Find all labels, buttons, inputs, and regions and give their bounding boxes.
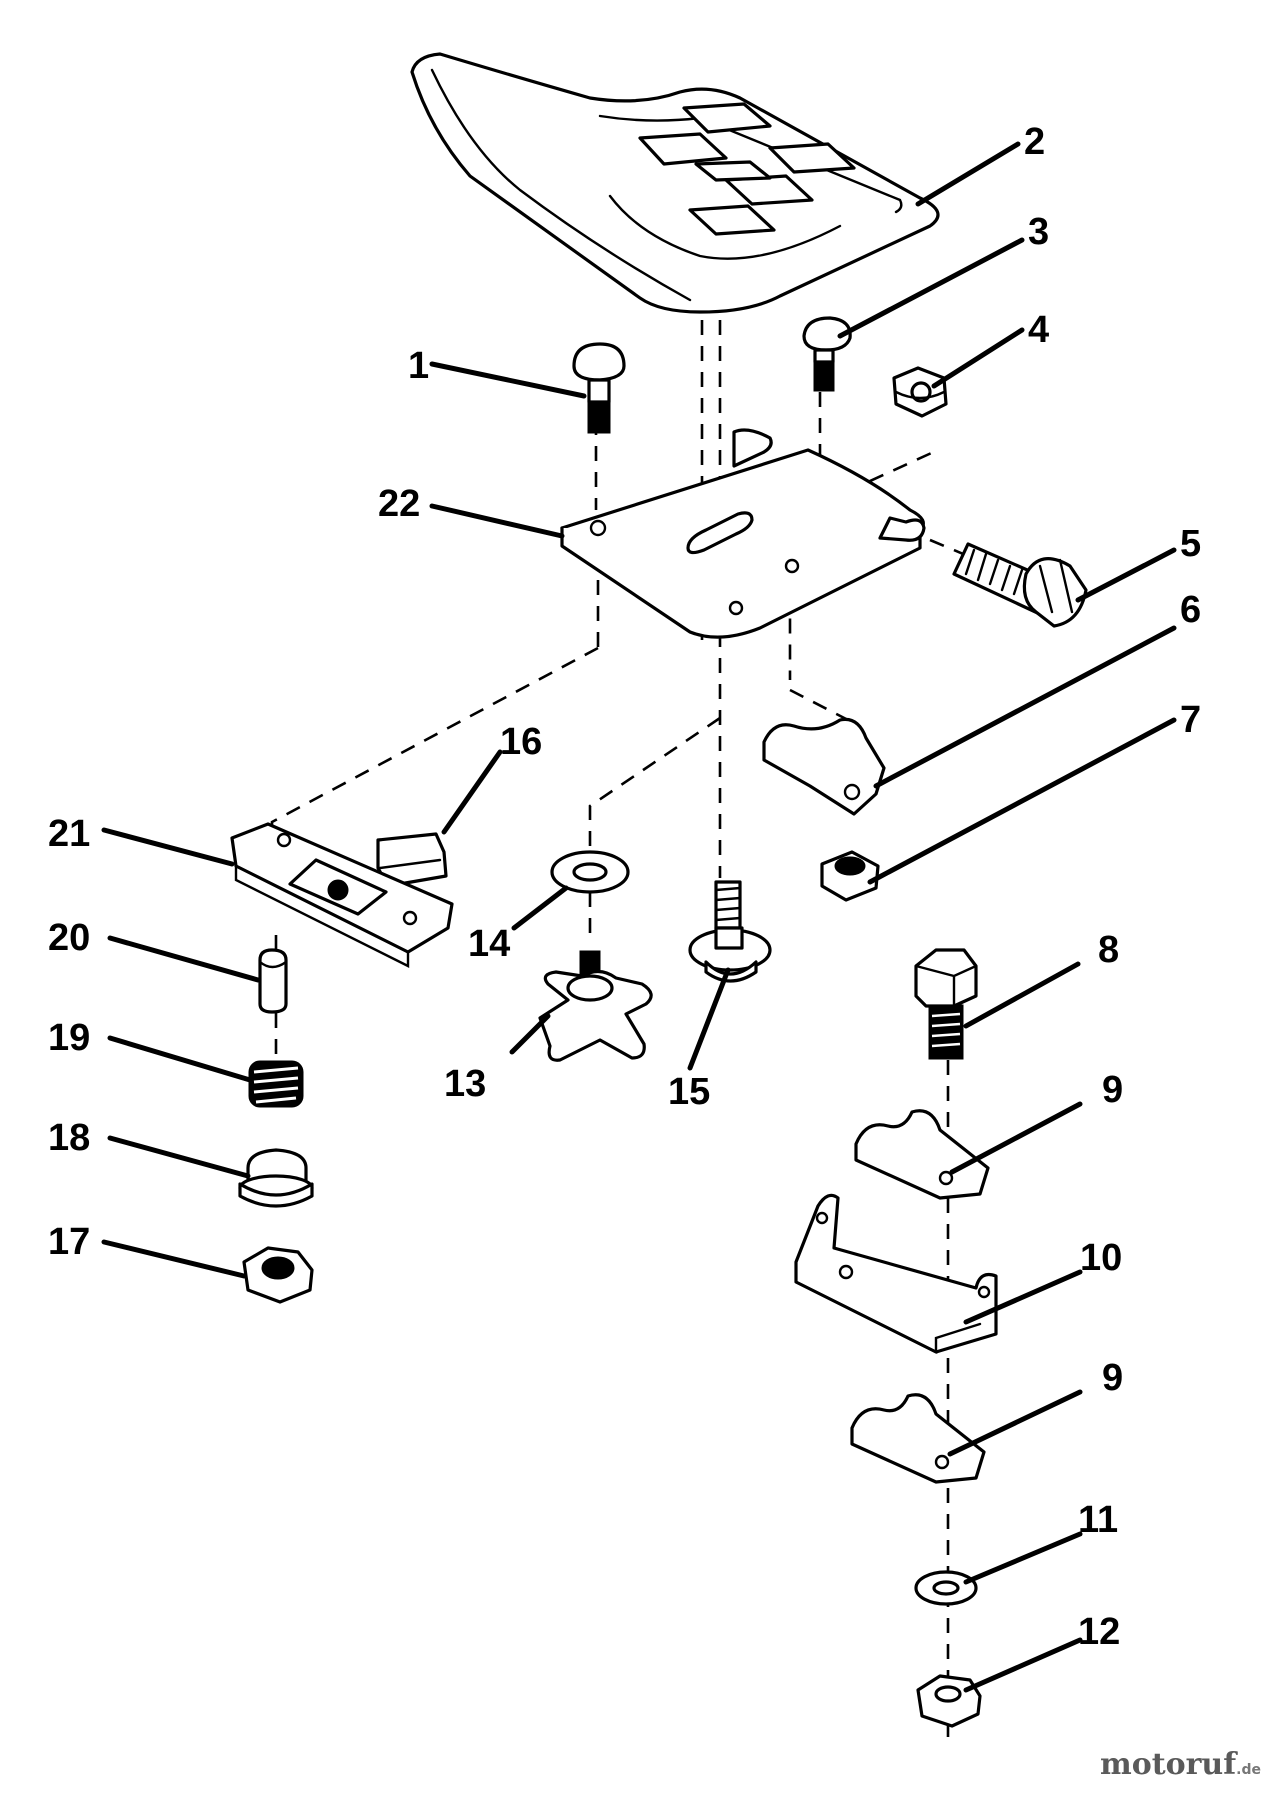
clamp-bracket-icon (850, 1393, 986, 1484)
slide-plate-icon (230, 822, 454, 968)
callout-7: 7 (1180, 699, 1201, 741)
callout-22: 22 (378, 483, 420, 525)
washer-icon (914, 1570, 978, 1606)
callout-labels: 1 2 3 4 22 5 6 7 16 21 14 20 13 15 19 18… (48, 121, 1201, 1653)
nut-icon (892, 366, 948, 418)
callout-1: 1 (408, 345, 429, 387)
watermark-logo: motoruf.de (1100, 1747, 1261, 1782)
callout-6: 6 (1180, 589, 1201, 631)
callout-17: 17 (48, 1221, 90, 1263)
callout-16: 16 (500, 721, 542, 763)
callout-13: 13 (444, 1063, 486, 1105)
callout-8: 8 (1098, 929, 1119, 971)
callout-9-lower: 9 (1102, 1357, 1123, 1399)
callout-15: 15 (668, 1071, 710, 1113)
callout-3: 3 (1028, 211, 1049, 253)
bolt-washer-icon (688, 880, 772, 983)
pivot-bracket-icon (794, 1193, 998, 1354)
callout-2: 2 (1024, 121, 1045, 163)
seat-icon (410, 52, 940, 314)
hex-bolt-icon (952, 542, 1088, 628)
callout-9-upper: 9 (1102, 1069, 1123, 1111)
callout-18: 18 (48, 1117, 90, 1159)
spacer-icon (376, 832, 448, 888)
watermark-main: motoruf (1100, 1747, 1237, 1782)
nut-icon (916, 1674, 982, 1728)
callout-12: 12 (1078, 1611, 1120, 1653)
leader-lines (101, 141, 1177, 1693)
callout-5: 5 (1180, 523, 1201, 565)
clamp-bracket-icon (762, 717, 886, 816)
pin-icon (258, 948, 288, 1014)
nut-icon (820, 850, 880, 902)
callout-10: 10 (1080, 1237, 1122, 1279)
seat-pan-icon (560, 428, 926, 639)
spring-icon (248, 1060, 304, 1108)
callout-14: 14 (468, 923, 510, 965)
callout-19: 19 (48, 1017, 90, 1059)
callout-21: 21 (48, 813, 90, 855)
clamp-bracket-icon (854, 1109, 990, 1200)
callout-11: 11 (1078, 1499, 1118, 1541)
callout-20: 20 (48, 917, 90, 959)
hex-bolt-icon (914, 948, 978, 1060)
bushing-icon (238, 1148, 314, 1208)
callout-4: 4 (1028, 309, 1049, 351)
carriage-bolt-icon (572, 342, 626, 434)
knob-icon (538, 950, 653, 1062)
carriage-bolt-icon (802, 316, 852, 392)
watermark-tld: .de (1236, 1762, 1261, 1778)
washer-icon (550, 850, 630, 894)
flange-nut-icon (242, 1246, 314, 1304)
